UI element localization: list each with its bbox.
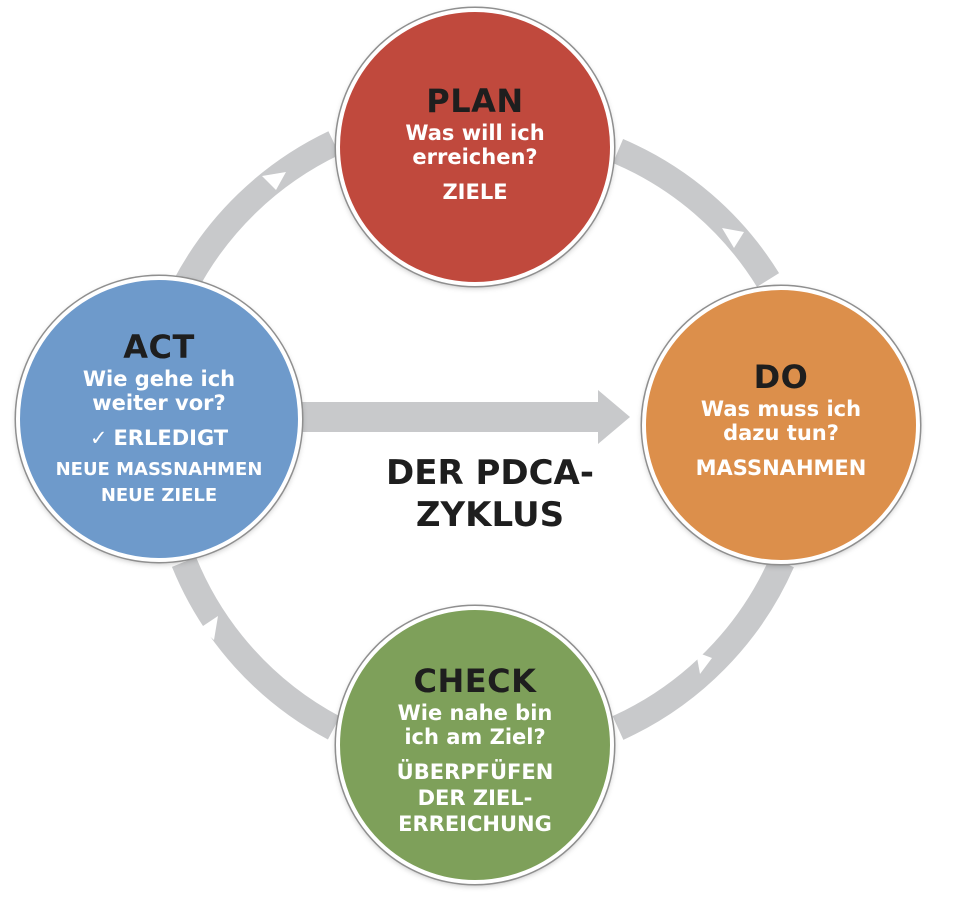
center-title: DER PDCA- ZYKLUS — [360, 452, 620, 536]
act-content: ACT Wie gehe ich weiter vor? ✓ERLEDIGT N… — [56, 329, 263, 509]
ring-arrowhead-plan-do — [722, 228, 744, 248]
ring-arc-act-plan — [172, 131, 340, 295]
ring-arrowhead-act-plan — [262, 172, 286, 190]
act-title: ACT — [123, 328, 195, 366]
check-question-line2: ich am Ziel? — [404, 725, 546, 749]
check-node: CHECK Wie nahe bin ich am Ziel? ÜBERPFÜF… — [336, 606, 614, 884]
act-result-line1: NEUE MASSNAHMEN — [55, 459, 263, 480]
plan-content: PLAN Was will ich erreichen? ZIELE — [405, 83, 544, 205]
ring-arc-check-act — [171, 557, 341, 740]
act-done-row: ✓ERLEDIGT — [56, 425, 263, 451]
check-result-line2: DER ZIEL- — [417, 786, 533, 810]
plan-title: PLAN — [426, 82, 524, 120]
act-question-line2: weiter vor? — [92, 391, 226, 415]
check-question-line1: Wie nahe bin — [397, 701, 553, 725]
ring-arrowhead-check-act — [200, 616, 218, 640]
big-arrow-shaft — [300, 402, 600, 432]
do-result: MASSNAHMEN — [695, 456, 867, 480]
center-title-line2: ZYKLUS — [415, 495, 565, 535]
ring-arrowheads — [200, 172, 744, 674]
do-node: DO Was muss ich dazu tun? MASSNAHMEN — [642, 286, 920, 564]
act-question-line1: Wie gehe ich — [82, 367, 236, 391]
plan-question-line2: erreichen? — [412, 145, 538, 169]
big-arrow-act-to-do — [300, 390, 630, 444]
check-content: CHECK Wie nahe bin ich am Ziel? ÜBERPFÜF… — [397, 663, 554, 837]
do-question-line2: dazu tun? — [723, 421, 839, 445]
check-result-line1: ÜBERPFÜFEN — [396, 760, 554, 784]
ring-arc-do-check — [612, 556, 794, 740]
center-title-line1: DER PDCA- — [386, 453, 594, 493]
big-arrow-head — [598, 390, 630, 444]
ring-arrowhead-do-check — [696, 652, 712, 674]
act-result-line2: NEUE ZIELE — [100, 485, 218, 506]
ring-arc-plan-do — [612, 139, 780, 287]
check-result-line3: ERREICHUNG — [398, 812, 552, 836]
act-node: ACT Wie gehe ich weiter vor? ✓ERLEDIGT N… — [16, 276, 302, 562]
check-title: CHECK — [413, 662, 537, 700]
cycle-ring — [171, 131, 794, 740]
plan-question-line1: Was will ich — [405, 121, 545, 145]
act-done-label: ERLEDIGT — [113, 426, 229, 450]
do-question-line1: Was muss ich — [700, 397, 862, 421]
do-title: DO — [753, 358, 809, 396]
checkmark-icon: ✓ — [89, 426, 108, 450]
plan-node: PLAN Was will ich erreichen? ZIELE — [336, 8, 614, 286]
do-content: DO Was muss ich dazu tun? MASSNAHMEN — [696, 359, 867, 481]
plan-result: ZIELE — [442, 180, 508, 204]
